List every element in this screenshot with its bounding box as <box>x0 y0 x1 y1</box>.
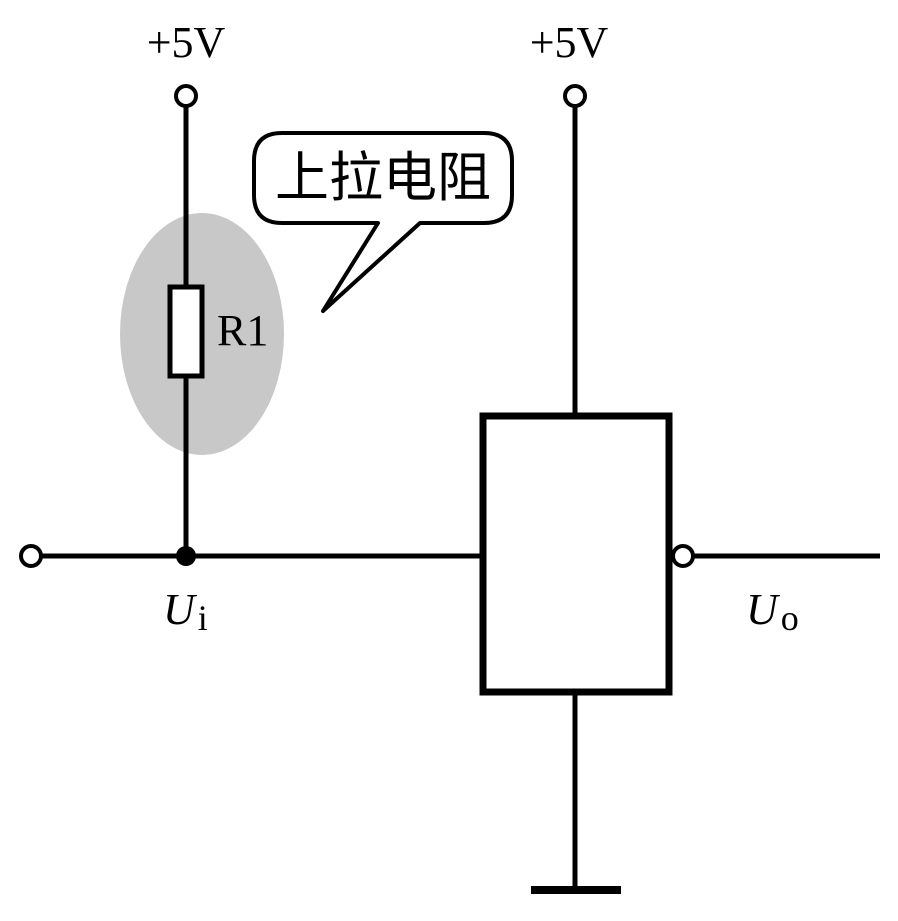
output-label-main: U <box>746 585 781 634</box>
callout-bubble <box>252 131 514 313</box>
vcc-terminal-right <box>563 84 587 108</box>
output-label-sub: o <box>781 598 799 638</box>
input-label-sub: i <box>198 598 208 638</box>
output-label: Uo <box>746 585 799 638</box>
logic-gate-box <box>479 412 673 696</box>
input-label-main: U <box>163 585 198 634</box>
output-inversion-bubble <box>671 544 695 568</box>
input-label: Ui <box>163 585 208 638</box>
resistor-r1 <box>167 284 205 379</box>
junction-dot <box>176 546 196 566</box>
input-terminal <box>19 544 43 568</box>
callout-text: 上拉电阻 <box>275 146 491 209</box>
vcc-label-right: +5V <box>530 18 609 67</box>
vcc-label-left: +5V <box>147 18 226 67</box>
vcc-terminal-left <box>174 84 198 108</box>
resistor-label: R1 <box>217 306 268 355</box>
